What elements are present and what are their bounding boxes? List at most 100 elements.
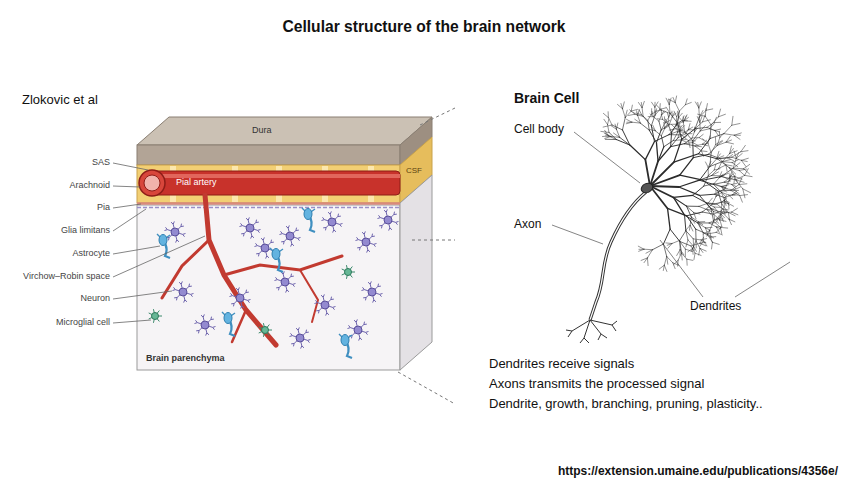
dendrite-branch bbox=[678, 123, 682, 139]
dendrite-branch bbox=[665, 119, 668, 124]
part-label: Neuron bbox=[10, 293, 110, 304]
dendrite-branch bbox=[685, 102, 691, 104]
dendrite-branch bbox=[732, 116, 733, 125]
dendrite-branch bbox=[721, 213, 727, 214]
dendrite-branch bbox=[671, 124, 676, 128]
dendrite-branch bbox=[693, 154, 708, 157]
dendrite-branch bbox=[680, 250, 681, 256]
dendrite-branch bbox=[669, 129, 676, 130]
dendrite-branch bbox=[712, 242, 719, 244]
leader-line bbox=[660, 240, 703, 297]
neuron-cell bbox=[239, 217, 260, 238]
dendrite-branch bbox=[720, 227, 721, 233]
microglia-cell bbox=[259, 323, 272, 337]
dendrite-branch bbox=[686, 225, 690, 230]
zoom-line bbox=[398, 372, 455, 404]
dendrite-branch bbox=[734, 135, 740, 136]
dendrite-branch bbox=[690, 225, 693, 231]
dendrite-branch bbox=[696, 229, 708, 234]
pial-artery bbox=[152, 171, 400, 195]
leader-line bbox=[113, 209, 146, 231]
neuron-soma bbox=[368, 288, 376, 296]
dendrite-branch bbox=[652, 102, 655, 107]
dendrite-branch bbox=[732, 152, 741, 157]
dendrite-branch bbox=[645, 160, 650, 186]
dendrite-branch bbox=[715, 129, 721, 130]
dendrite-branch bbox=[673, 195, 692, 197]
dendrite-branch bbox=[718, 109, 720, 117]
dendrite-branch bbox=[672, 240, 680, 243]
dendrite-branch bbox=[675, 103, 679, 112]
dendrite-branch bbox=[716, 141, 722, 145]
neuron-soma bbox=[281, 278, 289, 286]
dendrite-branch bbox=[708, 161, 711, 167]
astrocyte-soma bbox=[224, 313, 232, 324]
dendrite-branch bbox=[668, 208, 671, 229]
dendrite-branch bbox=[664, 140, 674, 146]
axon-terminals bbox=[566, 320, 617, 343]
dendrite-branch bbox=[691, 243, 700, 246]
dendrite-branch bbox=[732, 184, 736, 186]
dendrite-branch bbox=[704, 184, 714, 186]
dendrite-branch bbox=[663, 122, 665, 128]
dendrite-branch bbox=[700, 116, 702, 122]
zoom-line bbox=[412, 240, 455, 241]
dendrite-branch bbox=[734, 151, 736, 158]
neuron-cell bbox=[279, 225, 300, 246]
dendrite-branch bbox=[736, 153, 738, 159]
layer-label: Dura bbox=[252, 125, 272, 136]
dendrite-branch bbox=[652, 127, 655, 130]
dendrite-branch bbox=[714, 207, 720, 208]
penetrating-vessels bbox=[162, 195, 342, 345]
dendrite-branch bbox=[656, 130, 661, 143]
dendrite-branch bbox=[656, 143, 658, 162]
dendrite-branch bbox=[686, 206, 698, 207]
csf-layer bbox=[137, 165, 400, 203]
dendrite-branch bbox=[673, 133, 677, 141]
dendrite-branch bbox=[684, 144, 695, 146]
dendrite-branch bbox=[714, 165, 716, 170]
dendrite-branch bbox=[616, 123, 617, 129]
dendrite-branch bbox=[644, 249, 652, 250]
dendrite-branch bbox=[655, 131, 661, 136]
dendrite-branch bbox=[638, 102, 642, 107]
dendrite-branch bbox=[647, 258, 649, 266]
dendrite-branch bbox=[745, 175, 752, 176]
neuron-soma bbox=[286, 232, 294, 240]
leader-line bbox=[735, 262, 790, 297]
dendrite-branch bbox=[692, 141, 694, 158]
leader-line bbox=[113, 246, 160, 254]
leader-line bbox=[113, 163, 148, 170]
dendrite-branch bbox=[734, 133, 741, 135]
dendrite-branch bbox=[709, 219, 716, 223]
neuron-soma bbox=[201, 321, 209, 329]
dendrite-branch bbox=[629, 114, 635, 115]
astrocyte-soma bbox=[159, 235, 167, 246]
dendrite-branch bbox=[729, 204, 734, 207]
dendrite-branch bbox=[685, 99, 687, 105]
dendrite-branch bbox=[668, 113, 670, 117]
dendrite-branch bbox=[722, 162, 732, 163]
dendrite-branch bbox=[622, 130, 629, 145]
dendrite-branch bbox=[661, 129, 664, 136]
dendrite-branch bbox=[686, 206, 693, 212]
dendrite-branch bbox=[627, 122, 632, 123]
part-label: Cell body bbox=[514, 122, 564, 137]
dendrite-branch bbox=[739, 171, 744, 176]
part-label: Pia bbox=[10, 202, 110, 213]
part-label: Arachnoid bbox=[10, 180, 110, 191]
dendrite-branch bbox=[661, 115, 662, 120]
leader-lines bbox=[113, 132, 790, 323]
dendrite-branch bbox=[719, 174, 723, 177]
dendrite-branch bbox=[696, 241, 700, 249]
dendrite-branch bbox=[732, 123, 740, 125]
dendrite-branch bbox=[721, 211, 727, 213]
dendrite-branch bbox=[698, 221, 704, 222]
dura-top bbox=[137, 117, 432, 145]
dendrite-branch bbox=[720, 227, 727, 229]
dendrite-branch bbox=[724, 134, 734, 136]
vessel bbox=[232, 310, 246, 342]
dendrite-branch bbox=[606, 135, 611, 137]
dendrite-branch bbox=[703, 139, 708, 143]
neuron-cell bbox=[321, 211, 342, 232]
